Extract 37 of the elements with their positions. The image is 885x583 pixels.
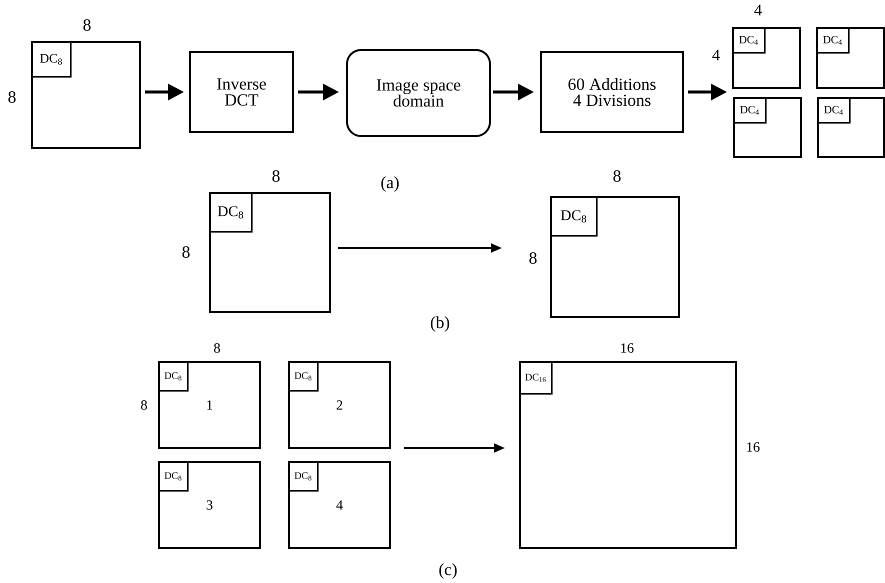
block-square (519, 361, 737, 549)
dimension-label: 16 (747, 442, 760, 452)
block-square (732, 27, 801, 89)
dimension-label: 8 (214, 343, 220, 353)
panel-label: (a) (381, 176, 399, 192)
panel-label: (b) (430, 316, 450, 332)
dimension-label: 8 (182, 246, 190, 258)
block-square (31, 41, 141, 149)
dc-box: DC$_{8}$ (31, 41, 72, 78)
block-square (733, 97, 802, 158)
dc-box: DC$_{16}$ (519, 361, 553, 395)
dimension-label: 8 (83, 19, 91, 31)
dimension-label: 8 (272, 170, 280, 182)
dimension-label: 8 (141, 400, 147, 410)
dimension-label: 8 (613, 170, 621, 182)
dimension-label: 16 (621, 343, 634, 353)
dc-box: DC$_{4}$ (732, 27, 766, 54)
process-box: 60 Additions 4 Divisions (540, 51, 684, 133)
dc-box: DC$_{8}$ (209, 192, 253, 233)
dc-box: DC$_{4}$ (817, 97, 851, 124)
dc-box: DC$_{4}$ (816, 27, 850, 54)
dimension-label: 8 (8, 91, 16, 103)
process-box: Inverse DCT (189, 51, 294, 133)
block-square (550, 196, 680, 318)
block-square (816, 27, 885, 89)
dc-box: DC$_{8}$ (550, 196, 598, 237)
dc-box: DC$_{4}$ (733, 97, 767, 124)
dc-box: DC$_{8}$ (288, 461, 319, 492)
panel-label: (c) (439, 563, 457, 579)
dimension-label: 8 (529, 252, 537, 264)
dc-box: DC$_{8}$ (288, 361, 319, 392)
dc-box: DC$_{8}$ (158, 461, 189, 492)
rounded-box: Image space domain (346, 49, 491, 137)
dimension-label: 4 (712, 50, 720, 60)
block-square (817, 97, 885, 158)
dc-box: DC$_{8}$ (158, 361, 189, 392)
block-square (209, 192, 331, 313)
